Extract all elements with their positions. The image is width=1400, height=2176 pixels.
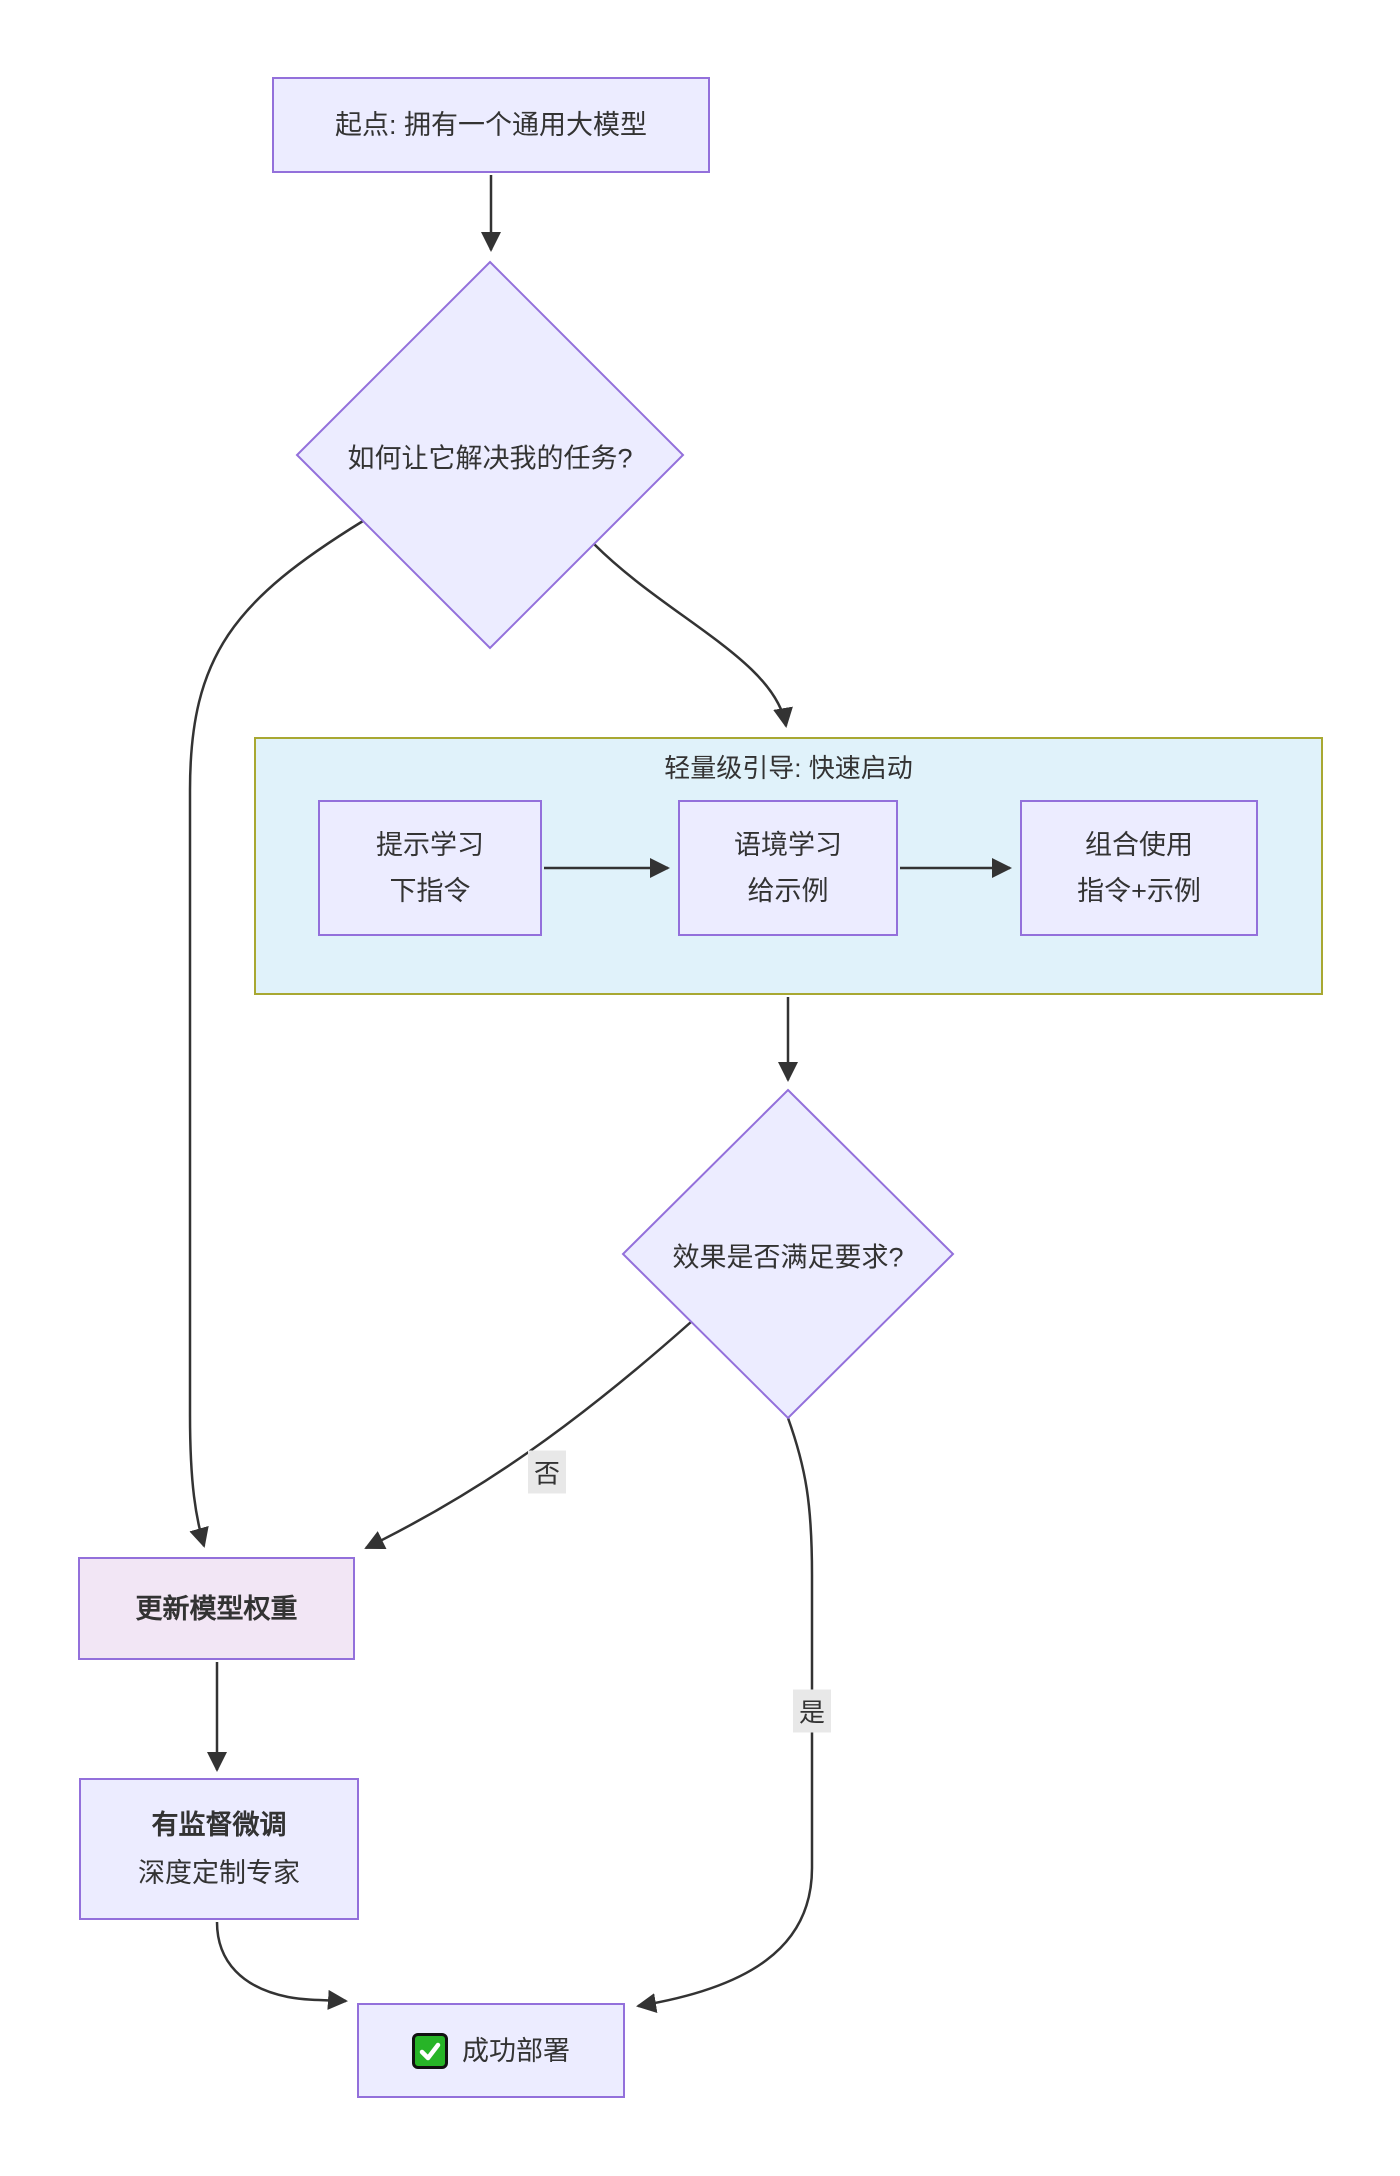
edge-decision1-to-group [593, 543, 793, 728]
node-in-context-learning: 语境学习 给示例 [678, 800, 898, 936]
node-in-context-learning-line2: 给示例 [747, 876, 829, 906]
node-combined-use-line2: 指令+示例 [1077, 876, 1201, 906]
node-combined-use-line1: 组合使用 [1085, 830, 1193, 860]
edge-sft-to-deploy [215, 1921, 348, 2010]
success-check-icon [412, 2032, 448, 2069]
decision-satisfy-label: 效果是否满足要求? [672, 1242, 904, 1273]
edge-decision2-yes-to-deploy [636, 1417, 814, 2013]
edge-label-yes: 是 [792, 1689, 832, 1733]
node-prompt-learning-line2: 下指令 [389, 876, 471, 906]
node-deploy-label: 成功部署 [462, 2035, 570, 2066]
decision-task-label: 如何让它解决我的任务? [347, 443, 633, 474]
node-update-weights-label: 更新模型权重 [135, 1593, 298, 1624]
node-deploy: 成功部署 [357, 2003, 625, 2098]
decision-task-diamond [295, 260, 685, 650]
node-prompt-learning: 提示学习 下指令 [318, 800, 542, 936]
decision-satisfy-diamond [621, 1088, 955, 1420]
node-sft-line2: 深度定制专家 [138, 1858, 300, 1888]
node-in-context-learning-line1: 语境学习 [734, 830, 842, 860]
node-sft: 有监督微调 深度定制专家 [79, 1778, 359, 1920]
node-combined-use: 组合使用 指令+示例 [1020, 800, 1258, 936]
edge-decision2-no-to-update [364, 1321, 692, 1550]
group-title: 轻量级引导: 快速启动 [664, 753, 913, 783]
node-prompt-learning-line1: 提示学习 [376, 830, 484, 860]
edge-label-no: 否 [527, 1450, 567, 1494]
node-start: 起点: 拥有一个通用大模型 [272, 77, 710, 173]
edge-decision1-to-update [188, 519, 364, 1548]
node-update-weights: 更新模型权重 [78, 1557, 355, 1660]
node-start-label: 起点: 拥有一个通用大模型 [334, 110, 647, 140]
node-sft-line1: 有监督微调 [151, 1810, 287, 1840]
